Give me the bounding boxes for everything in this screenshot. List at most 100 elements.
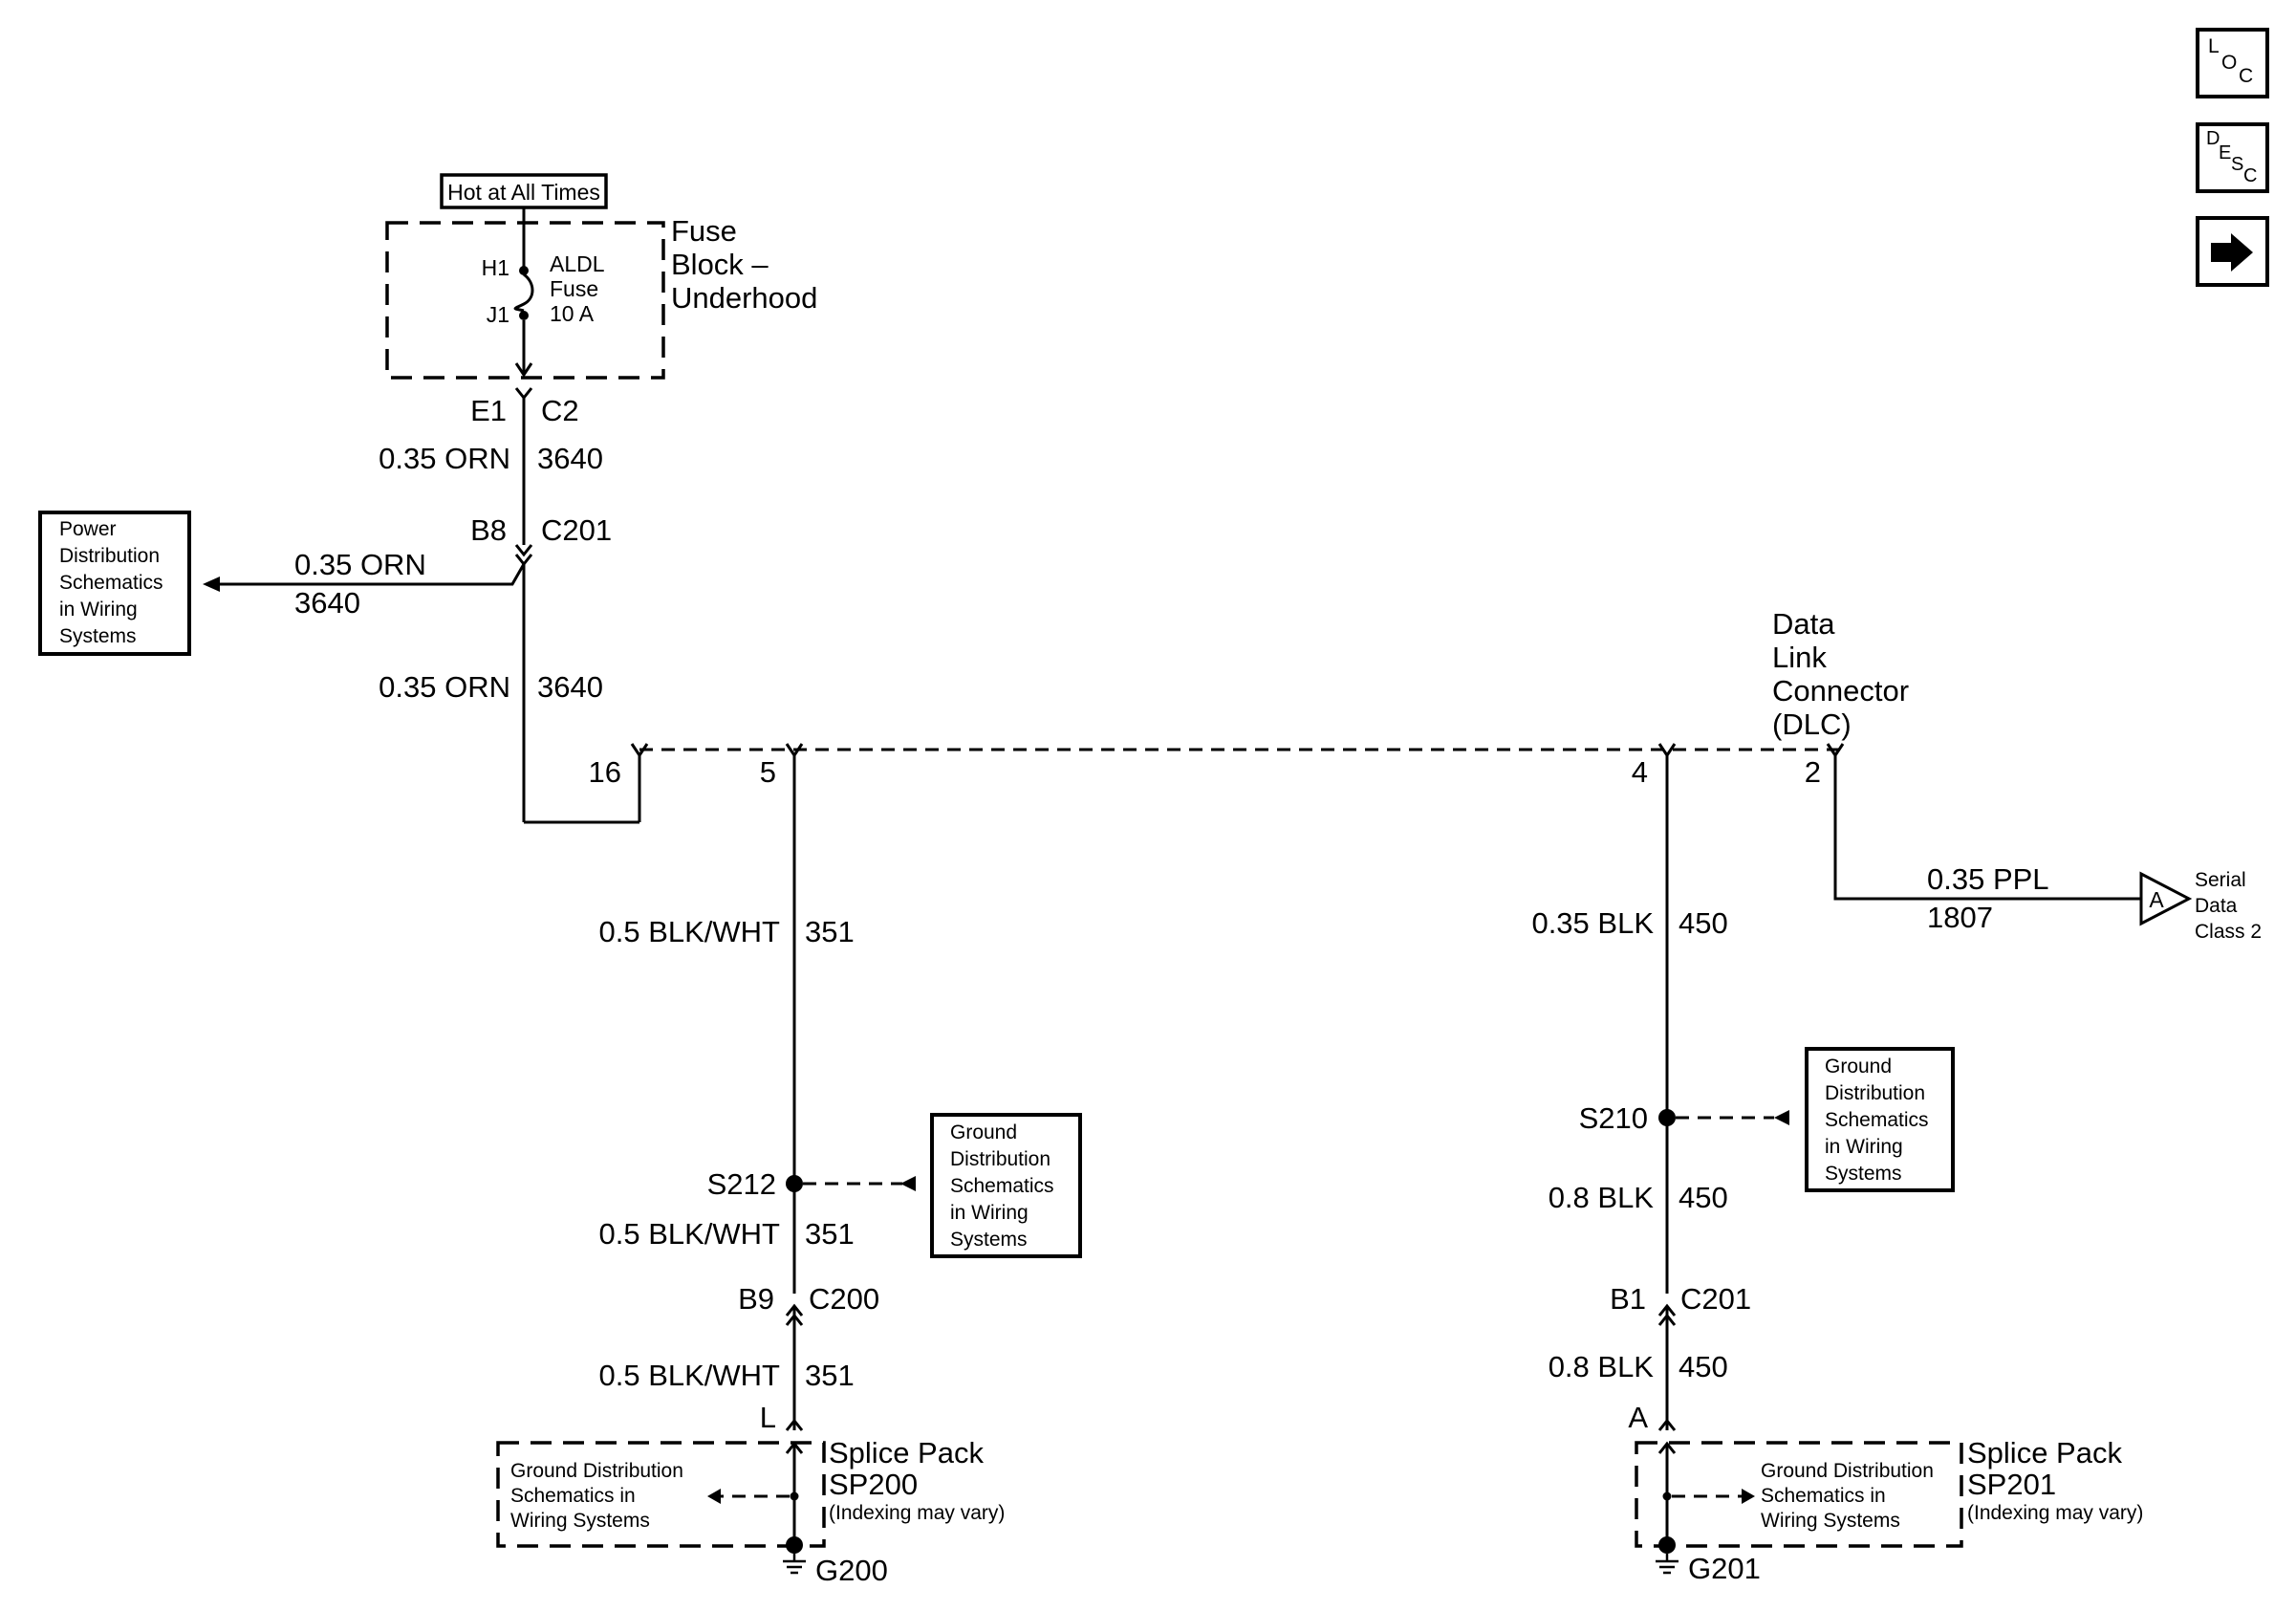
left-ref-line5: Systems — [950, 1229, 1028, 1251]
left-ref-line3: Schematics — [950, 1175, 1054, 1197]
sp201-ref-line2: Schematics in — [1761, 1485, 1886, 1507]
splice-s210-label: S210 — [1579, 1101, 1648, 1135]
connector-c201-b1-name: C201 — [1680, 1282, 1751, 1316]
serial-data-circuit: A 0.35 PPL 1807 Serial Data Class 2 — [1833, 755, 2262, 943]
ground-g201-label: G201 — [1688, 1552, 1761, 1585]
dlc-name-line4: (DLC) — [1772, 708, 1852, 741]
fuse-pin-top: H1 — [482, 255, 509, 280]
left-wire-lower-gauge: 0.5 BLK/WHT — [599, 1359, 781, 1392]
power-ref-line4: in Wiring — [59, 599, 138, 620]
left-ref-line1: Ground — [950, 1121, 1017, 1143]
ground-g200-node — [786, 1536, 803, 1554]
right-ref-line2: Distribution — [1825, 1082, 1925, 1104]
splice-pack-sp201-pin: A — [1628, 1401, 1648, 1434]
right-ground-ref-arrow-icon — [1774, 1110, 1789, 1125]
fuse-label-line3: 10 A — [550, 301, 595, 326]
fuse-icon — [513, 272, 534, 313]
left-ground-circuit: 0.5 BLK/WHT 351 S212 0.5 BLK/WHT 351 B9 … — [496, 755, 1005, 1587]
wire-3640-upper-gauge: 0.35 ORN — [379, 442, 510, 475]
dlc-name-line2: Link — [1772, 641, 1827, 674]
fuse-pin-bottom: J1 — [487, 302, 509, 327]
sp200-ref-arrow-icon — [707, 1489, 721, 1504]
ground-g200-label: G200 — [815, 1554, 888, 1587]
connector-c201-b8-name: C201 — [541, 513, 612, 547]
fuse-block-name-line1: Fuse — [671, 214, 737, 248]
right-ground-ref[interactable]: Ground Distribution Schematics in Wiring… — [1805, 1047, 1955, 1192]
connector-c201-b8-icon-top — [514, 544, 533, 557]
fuse-block-name-line2: Block – — [671, 248, 769, 281]
wire-3640-lower-circuit: 3640 — [537, 670, 603, 704]
fuse-terminal-bottom — [519, 311, 529, 320]
left-ref-line2: Distribution — [950, 1148, 1051, 1170]
dlc-pin-5: 5 — [760, 755, 776, 789]
ground-g201-icon — [1656, 1554, 1679, 1575]
splice-pack-sp201-outline — [1635, 1441, 1963, 1548]
fuse-label-line1: ALDL — [550, 251, 605, 276]
left-ground-ref[interactable]: Ground Distribution Schematics in Wiring… — [930, 1113, 1082, 1258]
splice-s212-label: S212 — [707, 1167, 776, 1201]
desc-letter-1: D — [2206, 128, 2220, 149]
dlc-name-line1: Data — [1772, 607, 1835, 641]
left-wire-mid-circuit: 351 — [805, 1217, 855, 1251]
desc-button-frame[interactable] — [2196, 122, 2269, 193]
fuse-block-name-line3: Underhood — [671, 281, 817, 315]
right-wire-mid-gauge: 0.8 BLK — [1549, 1181, 1655, 1214]
right-ref-line3: Schematics — [1825, 1109, 1929, 1131]
left-wire-mid-gauge: 0.5 BLK/WHT — [599, 1217, 781, 1251]
splice-pack-sp200-outline — [496, 1441, 826, 1548]
splice-pack-sp200-pin: L — [760, 1401, 776, 1434]
fuse-label-line2: Fuse — [550, 276, 598, 301]
fuse-terminal-top — [519, 266, 529, 275]
data-link-connector: Data Link Connector (DLC) 16 5 4 2 — [589, 607, 1910, 789]
right-wire-upper-gauge: 0.35 BLK — [1531, 906, 1654, 940]
loc-button-frame[interactable] — [2196, 28, 2269, 98]
right-wire-mid-circuit: 450 — [1679, 1181, 1728, 1214]
left-ground-ref-box[interactable] — [930, 1113, 1082, 1258]
power-ref-line1: Power — [59, 518, 117, 540]
dlc-pin-4: 4 — [1632, 755, 1648, 789]
power-distribution-ref-box[interactable] — [38, 511, 191, 656]
feed-wire-3640: E1 C2 0.35 ORN 3640 B8 C201 0.35 ORN 364… — [203, 387, 649, 824]
right-wire-upper-circuit: 450 — [1679, 906, 1728, 940]
loc-button[interactable]: L O C — [2196, 28, 2269, 98]
off-page-triangle-icon — [2139, 871, 2193, 926]
power-distribution-ref[interactable]: Power Distribution Schematics in Wiring … — [38, 511, 191, 656]
serial-data-dest-line1: Serial — [2195, 869, 2246, 891]
right-ground-circuit: 0.35 BLK 450 S210 0.8 BLK 450 B1 C201 0.… — [1531, 755, 2143, 1585]
splice-s212-icon — [786, 1175, 803, 1192]
sp201-ref-line1: Ground Distribution — [1761, 1460, 1934, 1482]
serial-data-dest-line3: Class 2 — [2195, 921, 2262, 943]
sp201-ref-arrow-icon — [1742, 1489, 1755, 1504]
hot-at-all-times-label: Hot at All Times — [447, 180, 600, 205]
dlc-pin-16: 16 — [589, 755, 621, 789]
connector-c200-pin: B9 — [738, 1282, 774, 1316]
power-ref-line3: Schematics — [59, 572, 163, 594]
desc-letter-3: S — [2231, 154, 2243, 175]
loc-letter-2: O — [2221, 52, 2237, 74]
off-page-letter: A — [2149, 887, 2164, 912]
right-ref-line5: Systems — [1825, 1163, 1902, 1185]
loc-letter-3: C — [2239, 65, 2253, 87]
sp200-input-icon — [785, 1418, 804, 1431]
sp200-ref-line1: Ground Distribution — [510, 1460, 683, 1482]
left-ground-ref-arrow-icon — [900, 1176, 916, 1191]
splice-s210-icon — [1658, 1109, 1676, 1126]
sp200-name-line2: SP200 — [829, 1468, 918, 1501]
power-ref-line2: Distribution — [59, 545, 160, 567]
fuse-block: Hot at All Times Fuse Block – Underhood … — [385, 173, 817, 380]
right-ground-ref-box[interactable] — [1805, 1047, 1955, 1192]
connector-c201-b1-pin: B1 — [1610, 1282, 1646, 1316]
sp201-ref-line3: Wiring Systems — [1761, 1510, 1900, 1532]
desc-button[interactable]: D E S C — [2196, 122, 2269, 193]
desc-letter-2: E — [2219, 142, 2231, 163]
right-ref-line1: Ground — [1825, 1056, 1892, 1078]
next-button[interactable] — [2196, 216, 2269, 287]
sp201-input-icon — [1657, 1418, 1677, 1431]
left-wire-upper-circuit: 351 — [805, 915, 855, 948]
loc-letter-1: L — [2208, 35, 2220, 57]
arrow-right-icon — [2211, 233, 2253, 272]
sp200-note: (Indexing may vary) — [829, 1502, 1005, 1524]
dlc-name-line3: Connector — [1772, 674, 1909, 708]
